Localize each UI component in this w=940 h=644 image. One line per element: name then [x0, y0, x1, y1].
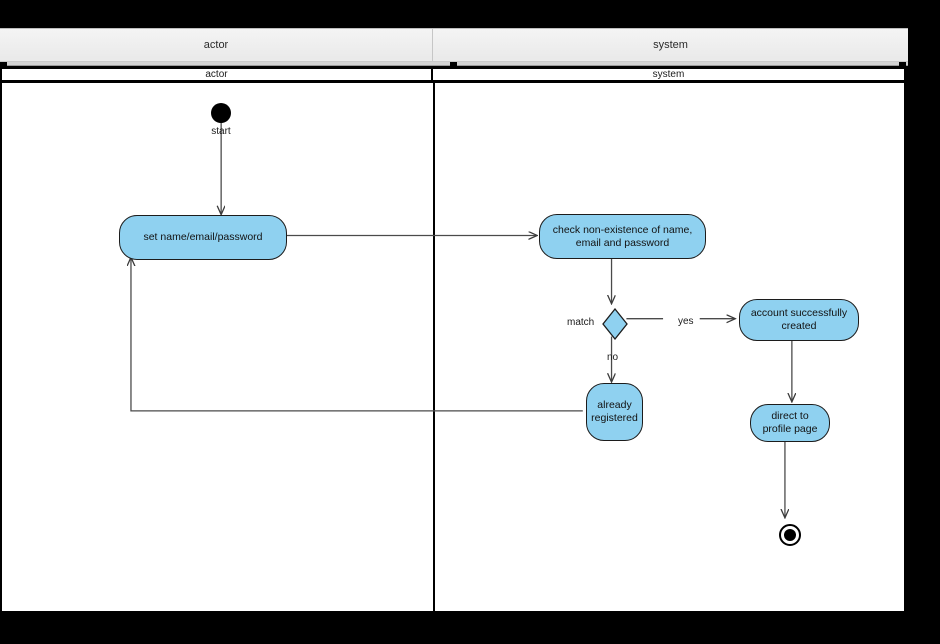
- edge-label-no: no: [607, 352, 619, 363]
- activity-check-non-existence-line2: email and password: [575, 236, 670, 249]
- column-header-actor[interactable]: actor: [0, 29, 433, 61]
- activity-set-credentials[interactable]: set name/email/password: [119, 215, 287, 260]
- activity-set-credentials-label: set name/email/password: [143, 231, 263, 243]
- initial-node-start[interactable]: [211, 103, 231, 123]
- activity-already-registered-line2: registered: [591, 412, 638, 424]
- swimlane-header-row: actor system: [2, 69, 904, 83]
- activity-account-created[interactable]: account successfully created: [739, 299, 859, 341]
- activity-direct-to-profile[interactable]: direct to profile page: [750, 404, 830, 442]
- activity-already-registered-line1: already: [597, 399, 632, 411]
- swimlane-title-actor[interactable]: actor: [2, 69, 433, 80]
- final-node-end[interactable]: [779, 524, 801, 546]
- activity-already-registered[interactable]: already registered: [586, 383, 643, 441]
- selection-handle-top-center[interactable]: [450, 62, 457, 69]
- activity-account-created-line1: account successfully: [750, 307, 848, 319]
- column-header-band: actor system: [0, 28, 908, 62]
- activity-check-non-existence[interactable]: check non-existence of name, email and p…: [539, 214, 706, 259]
- selection-handle-top-left[interactable]: [0, 62, 7, 69]
- activity-direct-to-profile-line1: direct to: [771, 410, 809, 422]
- selection-handle-top-right[interactable]: [899, 62, 906, 69]
- decision-label-match: match: [567, 317, 595, 328]
- diagram-canvas: start set name/email/password check non-…: [2, 69, 904, 611]
- column-header-system[interactable]: system: [433, 29, 908, 61]
- decision-node-match[interactable]: [602, 308, 628, 340]
- edge-already-to-set: [131, 258, 583, 412]
- activity-account-created-line2: created: [781, 320, 817, 332]
- initial-node-label: start: [211, 126, 231, 137]
- activity-check-non-existence-line1: check non-existence of name,: [552, 223, 693, 236]
- activity-diagram-frame[interactable]: actor system: [0, 66, 906, 613]
- edge-label-yes: yes: [678, 316, 694, 327]
- activity-direct-to-profile-line2: profile page: [762, 423, 818, 435]
- swimlane-title-system[interactable]: system: [652, 69, 685, 80]
